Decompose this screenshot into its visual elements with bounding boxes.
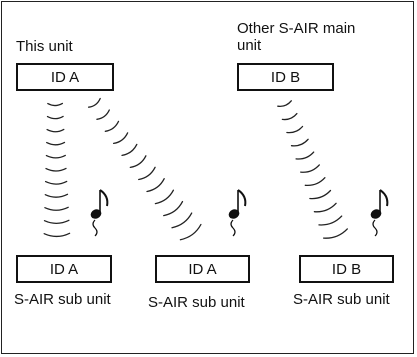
- sub-unit-1-box: ID A: [16, 255, 112, 283]
- sub-unit-3-box: ID B: [299, 255, 394, 283]
- sub-unit-2-box: ID A: [155, 255, 250, 283]
- this-unit-box: ID A: [16, 63, 114, 91]
- music-note-icon: [228, 189, 247, 237]
- wave-arc-other-to-sub3: [295, 151, 315, 160]
- wave-arc-this-to-sub1: [44, 206, 69, 211]
- this-unit-id: ID A: [50, 68, 80, 86]
- wave-arc-this-to-sub2: [87, 97, 101, 108]
- wave-arc-this-to-sub1: [45, 154, 66, 159]
- wave-arc-other-to-sub3: [318, 215, 343, 226]
- wave-arc-other-to-sub3: [281, 112, 298, 121]
- music-note-icon: [90, 189, 109, 237]
- wave-arc-this-to-sub2: [138, 166, 156, 181]
- wave-arc-other-to-sub3: [277, 100, 292, 108]
- sub-unit-1-label: S-AIR sub unit: [14, 291, 111, 308]
- wave-arc-other-to-sub3: [313, 202, 337, 213]
- wave-arc-this-to-sub2: [112, 132, 129, 145]
- wave-arc-other-to-sub3: [290, 138, 309, 147]
- wave-arc-this-to-sub1: [47, 102, 64, 107]
- wave-arc-this-to-sub1: [43, 232, 71, 238]
- wave-arc-other-to-sub3: [322, 228, 348, 239]
- wave-arc-this-to-sub1: [46, 141, 66, 146]
- wave-arc-this-to-sub2: [96, 109, 110, 120]
- wave-arc-this-to-sub1: [43, 219, 70, 224]
- wave-arc-this-to-sub1: [46, 115, 64, 120]
- wave-arc-this-to-sub1: [45, 167, 67, 172]
- sub-unit-2-label: S-AIR sub unit: [148, 294, 245, 311]
- wave-arc-this-to-sub2: [171, 212, 193, 229]
- wave-arc-other-to-sub3: [309, 189, 332, 200]
- sub-unit-3-id: ID B: [331, 260, 362, 278]
- sub-unit-1-id: ID A: [49, 260, 79, 278]
- sub-unit-2-id: ID A: [188, 260, 217, 278]
- wave-arc-this-to-sub2: [104, 120, 120, 132]
- diagram-frame: [1, 1, 414, 354]
- other-main-unit-box: ID B: [237, 63, 334, 91]
- other-main-unit-id: ID B: [270, 68, 301, 86]
- sub-unit-3-label: S-AIR sub unit: [293, 291, 390, 308]
- other-main-unit-label-line2: unit: [237, 37, 262, 54]
- music-note-icon: [370, 189, 389, 237]
- wave-arc-this-to-sub1: [44, 180, 68, 185]
- wave-arc-this-to-sub1: [44, 193, 69, 198]
- wave-arc-this-to-sub2: [129, 155, 147, 169]
- wave-arc-this-to-sub2: [154, 189, 175, 205]
- wave-arc-this-to-sub1: [46, 128, 65, 133]
- wave-arc-this-to-sub2: [146, 178, 165, 193]
- wave-arc-this-to-sub2: [121, 143, 138, 157]
- wave-arc-other-to-sub3: [286, 125, 304, 134]
- other-main-unit-label-line1: Other S-AIR main: [237, 20, 356, 37]
- wave-arc-this-to-sub2: [179, 223, 202, 241]
- this-unit-label: This unit: [16, 38, 73, 55]
- wave-arc-other-to-sub3: [304, 177, 326, 187]
- wave-arc-other-to-sub3: [300, 164, 320, 173]
- wave-arc-this-to-sub2: [163, 200, 184, 217]
